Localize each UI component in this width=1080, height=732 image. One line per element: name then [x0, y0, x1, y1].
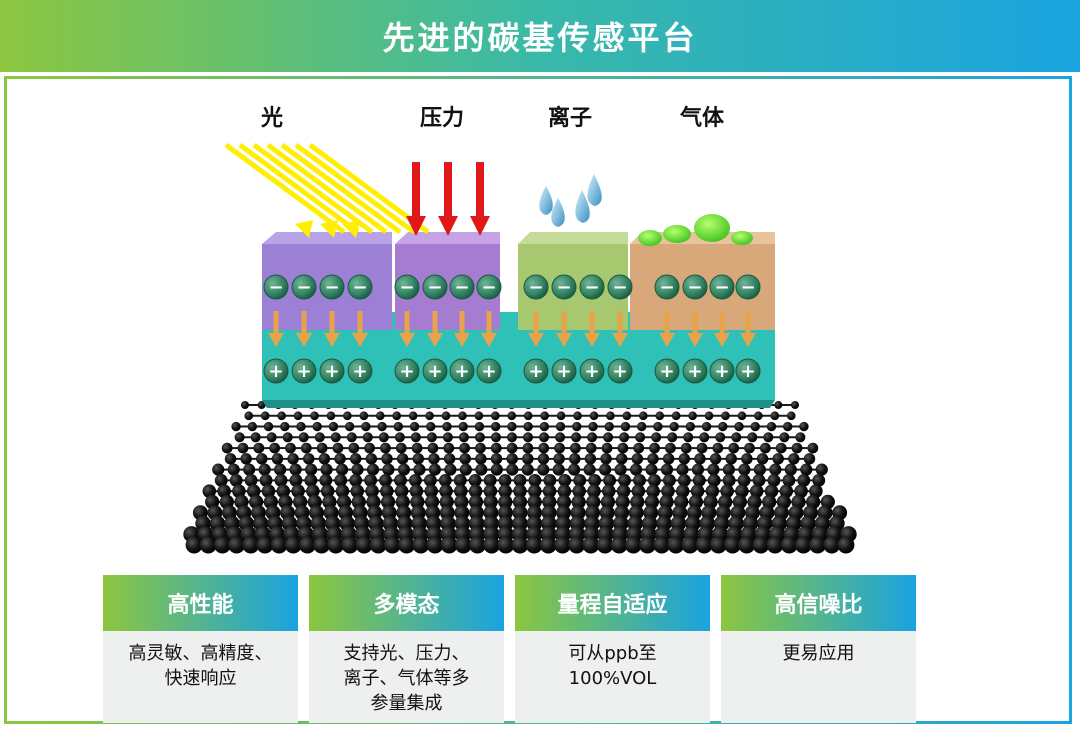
light-rays-icon [224, 142, 430, 238]
feature-card-adaptive-range: 量程自适应 可从ppb至 100%VOL [515, 575, 710, 723]
svg-text:+: + [528, 361, 543, 382]
feature-card-performance: 高性能 高灵敏、高精度、 快速响应 [103, 575, 298, 723]
svg-text:−: − [268, 277, 283, 298]
feature-desc: 可从ppb至 100%VOL [515, 631, 710, 723]
svg-text:−: − [528, 277, 543, 298]
feature-title: 量程自适应 [515, 575, 710, 631]
svg-text:−: − [427, 277, 442, 298]
svg-text:−: − [481, 277, 496, 298]
svg-text:+: + [740, 361, 755, 382]
svg-text:−: − [612, 277, 627, 298]
svg-text:−: − [454, 277, 469, 298]
svg-text:−: − [659, 277, 674, 298]
feature-desc: 更易应用 [721, 631, 916, 723]
feature-desc: 支持光、压力、 离子、气体等多 参量集成 [309, 631, 504, 723]
svg-text:−: − [687, 277, 702, 298]
svg-text:−: − [740, 277, 755, 298]
stimulus-label-ion: 离子 [547, 106, 592, 131]
feature-title: 高信噪比 [721, 575, 916, 631]
svg-text:+: + [296, 361, 311, 382]
ion-droplets-icon [539, 174, 602, 227]
svg-text:+: + [352, 361, 367, 382]
svg-text:−: − [296, 277, 311, 298]
svg-text:−: − [352, 277, 367, 298]
svg-text:+: + [659, 361, 674, 382]
svg-text:+: + [612, 361, 627, 382]
page-title: 先进的碳基传感平台 [382, 19, 698, 57]
feature-card-snr: 高信噪比 更易应用 [721, 575, 916, 723]
carbon-lattice [183, 401, 857, 554]
pressure-arrows-icon [406, 162, 490, 236]
substrate-layer [262, 312, 775, 408]
stimulus-label-pressure: 压力 [419, 106, 464, 131]
svg-text:+: + [584, 361, 599, 382]
stimulus-label-gas: 气体 [679, 106, 724, 131]
feature-title: 高性能 [103, 575, 298, 631]
charge-carriers: − + − + − + − + − + − + − + − + − + − + − + − + − + − + − + − + [263, 274, 761, 384]
svg-text:+: + [687, 361, 702, 382]
feature-card-multimodal: 多模态 支持光、压力、 离子、气体等多 参量集成 [309, 575, 504, 723]
svg-text:−: − [584, 277, 599, 298]
feature-title: 多模态 [309, 575, 504, 631]
svg-text:+: + [399, 361, 414, 382]
gas-molecules-icon [638, 214, 753, 246]
svg-text:−: − [714, 277, 729, 298]
stimulus-label-light: 光 [260, 106, 283, 131]
svg-text:−: − [556, 277, 571, 298]
svg-text:−: − [399, 277, 414, 298]
svg-text:+: + [427, 361, 442, 382]
svg-text:+: + [714, 361, 729, 382]
svg-text:+: + [268, 361, 283, 382]
svg-text:+: + [556, 361, 571, 382]
svg-text:+: + [454, 361, 469, 382]
feature-desc: 高灵敏、高精度、 快速响应 [103, 631, 298, 723]
svg-text:+: + [324, 361, 339, 382]
title-banner: 先进的碳基传感平台 [0, 0, 1080, 72]
svg-text:−: − [324, 277, 339, 298]
svg-text:+: + [481, 361, 496, 382]
